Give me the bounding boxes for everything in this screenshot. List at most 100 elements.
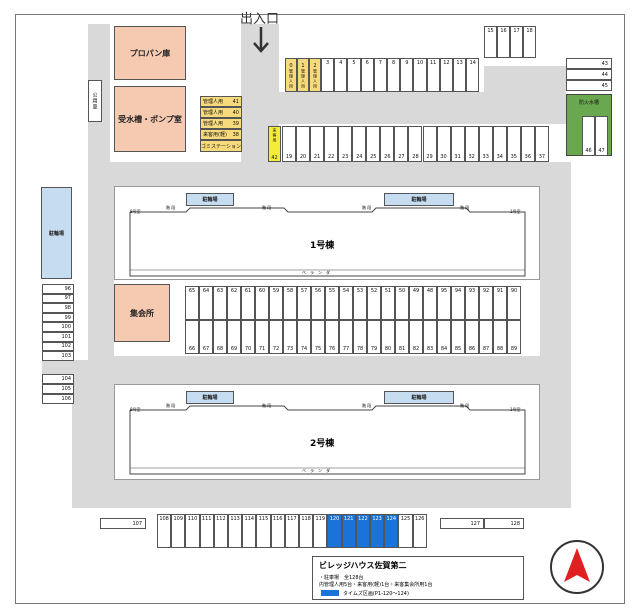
parking-64: 64 [199,286,213,320]
parking-34: 34 [492,126,507,162]
parking-11: 11 [426,58,440,92]
parking-105: 105 [42,384,74,394]
entrance-arrow-icon [253,27,269,53]
parking-69: 69 [227,320,241,354]
parking-125: 125 [398,514,413,548]
parking-47: 47 [595,116,608,156]
parking-74: 74 [297,320,311,354]
b1-room1-label: 1号室 [510,209,521,214]
parking-97: 97 [42,293,74,304]
parking-103: 103 [42,351,74,361]
parking-99: 99 [42,312,74,323]
parking-76: 76 [325,320,339,354]
parking-83: 83 [423,320,437,354]
parking-50: 50 [395,286,409,320]
b2-stair-2: 階 段 [262,403,272,408]
parking-4: 4 [334,58,348,92]
parking-15: 15 [484,26,497,58]
parking-108: 108 [157,514,172,548]
road-right-top [484,66,566,92]
parking-51: 51 [381,286,395,320]
parking-35: 35 [506,126,521,162]
parking-85: 85 [451,320,465,354]
legend-line2: 内管理人用5台・来客用(軽)1台・来客集会所用1台 [319,582,433,588]
parking-26: 26 [380,126,395,162]
propane-building: プロパン庫 [114,26,186,80]
parking-112: 112 [213,514,228,548]
b2-room8-label: 8号室 [130,407,141,412]
parking-18: 18 [523,26,536,58]
parking-118: 118 [299,514,314,548]
parking-25: 25 [366,126,381,162]
parking-66: 66 [185,320,199,354]
parking-106: 106 [42,394,74,404]
parking-9: 9 [400,58,414,92]
parking-60: 60 [255,286,269,320]
parking-80: 80 [381,320,395,354]
parking-59: 59 [269,286,283,320]
fire-tank-label: 防火水槽 [578,100,599,106]
parking-86: 86 [465,320,479,354]
parking-113: 113 [228,514,243,548]
parking-114: 114 [242,514,257,548]
parking-44: 44 [566,69,612,80]
parking-98: 98 [42,303,74,313]
parking-10: 10 [413,58,427,92]
parking-90: 90 [507,286,521,320]
parking-61: 61 [241,286,255,320]
parking-43: 43 [566,58,612,69]
parking-92: 92 [479,286,493,320]
map-frame [15,14,625,604]
parking-82: 82 [409,320,423,354]
parking-119: 119 [313,514,328,548]
parking-126: 126 [412,514,427,548]
legend-line1: ・駐車場 全128台 [319,575,364,581]
parking-12: 12 [439,58,453,92]
parking-81: 81 [395,320,409,354]
parking-71: 71 [255,320,269,354]
bike-parking-b2-left: 駐輪場 [186,391,234,404]
parking-88: 88 [493,320,507,354]
parking-120: 120 [327,514,342,548]
parking-33: 33 [478,126,493,162]
parking-123: 123 [370,514,385,548]
parking-117: 117 [284,514,299,548]
parking-8: 8 [387,58,401,92]
parking-91: 91 [493,286,507,320]
parking-37: 37 [534,126,549,162]
parking-68: 68 [213,320,227,354]
parking-17: 17 [510,26,523,58]
parking-73: 73 [283,320,297,354]
parking-46: 46 [582,116,595,156]
parking-111: 111 [199,514,214,548]
legend-title: ビレッジハウス佐賀第二 [319,561,407,570]
parking-121: 121 [341,514,356,548]
b2-stair-4: 階 段 [460,403,470,408]
parking-23: 23 [338,126,353,162]
parking-95: 95 [437,286,451,320]
parking-27: 27 [394,126,409,162]
parking-70: 70 [241,320,255,354]
bike-parking-b1-right: 駐輪場 [384,193,454,206]
parking-22: 22 [324,126,339,162]
parking-84: 84 [437,320,451,354]
pump-building: 受水槽・ポンプ室 [114,86,186,152]
building-1-label: 1号棟 [310,241,335,251]
parking-52: 52 [367,286,381,320]
parking-63: 63 [213,286,227,320]
parking-110: 110 [185,514,200,548]
parking-115: 115 [256,514,271,548]
parking-13: 13 [453,58,467,92]
public-vehicle-box: 公用車 [88,80,102,122]
parking-54: 54 [339,286,353,320]
parking-116: 116 [270,514,285,548]
parking-30: 30 [436,126,451,162]
legend-swatch-label: タイムズ区画(P1-120～124) [343,591,409,597]
parking-96: 96 [42,284,74,294]
legend-swatch [321,590,339,596]
parking-72: 72 [269,320,283,354]
